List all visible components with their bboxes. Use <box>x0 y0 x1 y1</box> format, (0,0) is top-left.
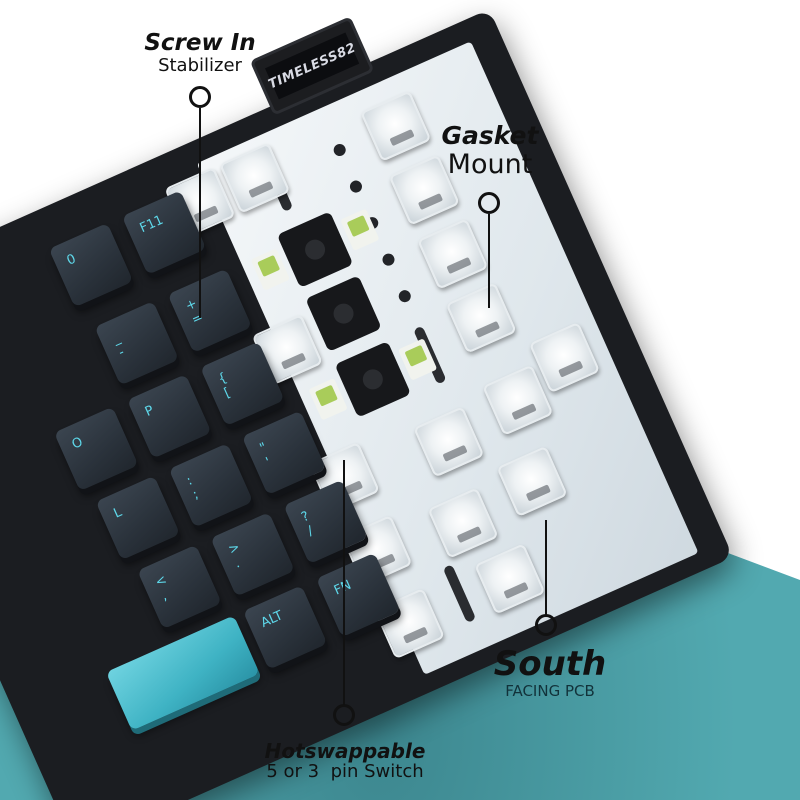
switch <box>496 445 568 518</box>
callout-dot-icon <box>478 192 500 214</box>
callout-south-subtitle: FACING PCB <box>505 682 595 700</box>
callout-line <box>488 214 490 308</box>
callout-stabilizer-title: Screw In <box>144 30 256 56</box>
callout-gasket: Gasket Mount <box>420 122 560 180</box>
switch <box>474 543 546 615</box>
switch <box>445 282 517 354</box>
callout-stabilizer-subtitle: Stabilizer <box>158 55 242 76</box>
callout-hotswap-title: Hotswappable <box>264 739 426 763</box>
hotswap-socket <box>305 275 382 352</box>
callout-dot-icon <box>535 614 557 636</box>
callout-south: South FACING PCB <box>470 646 630 700</box>
callout-gasket-subtitle: Mount <box>447 149 533 180</box>
callout-line <box>343 460 345 706</box>
callout-stabilizer: Screw In Stabilizer <box>120 30 280 76</box>
switch <box>413 406 485 478</box>
plate-hole <box>396 288 413 305</box>
plate-slot <box>442 564 477 624</box>
callout-line <box>199 108 201 318</box>
callout-hotswap-subtitle: 5 or 3 pin Switch <box>266 761 424 782</box>
stabilizer <box>340 208 380 251</box>
callout-south-title: South <box>493 644 607 684</box>
switch <box>427 487 499 559</box>
callout-gasket-title: Gasket <box>441 121 539 150</box>
plate-hole <box>380 251 397 268</box>
callout-dot-icon <box>333 704 355 726</box>
switch <box>417 218 489 290</box>
stabilizer <box>250 248 291 291</box>
stabilizer <box>397 338 438 381</box>
plate-hole <box>348 178 364 195</box>
stabilizer <box>308 378 348 421</box>
callout-dot-icon <box>189 86 211 108</box>
callout-line <box>545 520 547 616</box>
callout-hotswap: Hotswappable 5 or 3 pin Switch <box>240 740 450 782</box>
plate-hole <box>331 142 348 158</box>
